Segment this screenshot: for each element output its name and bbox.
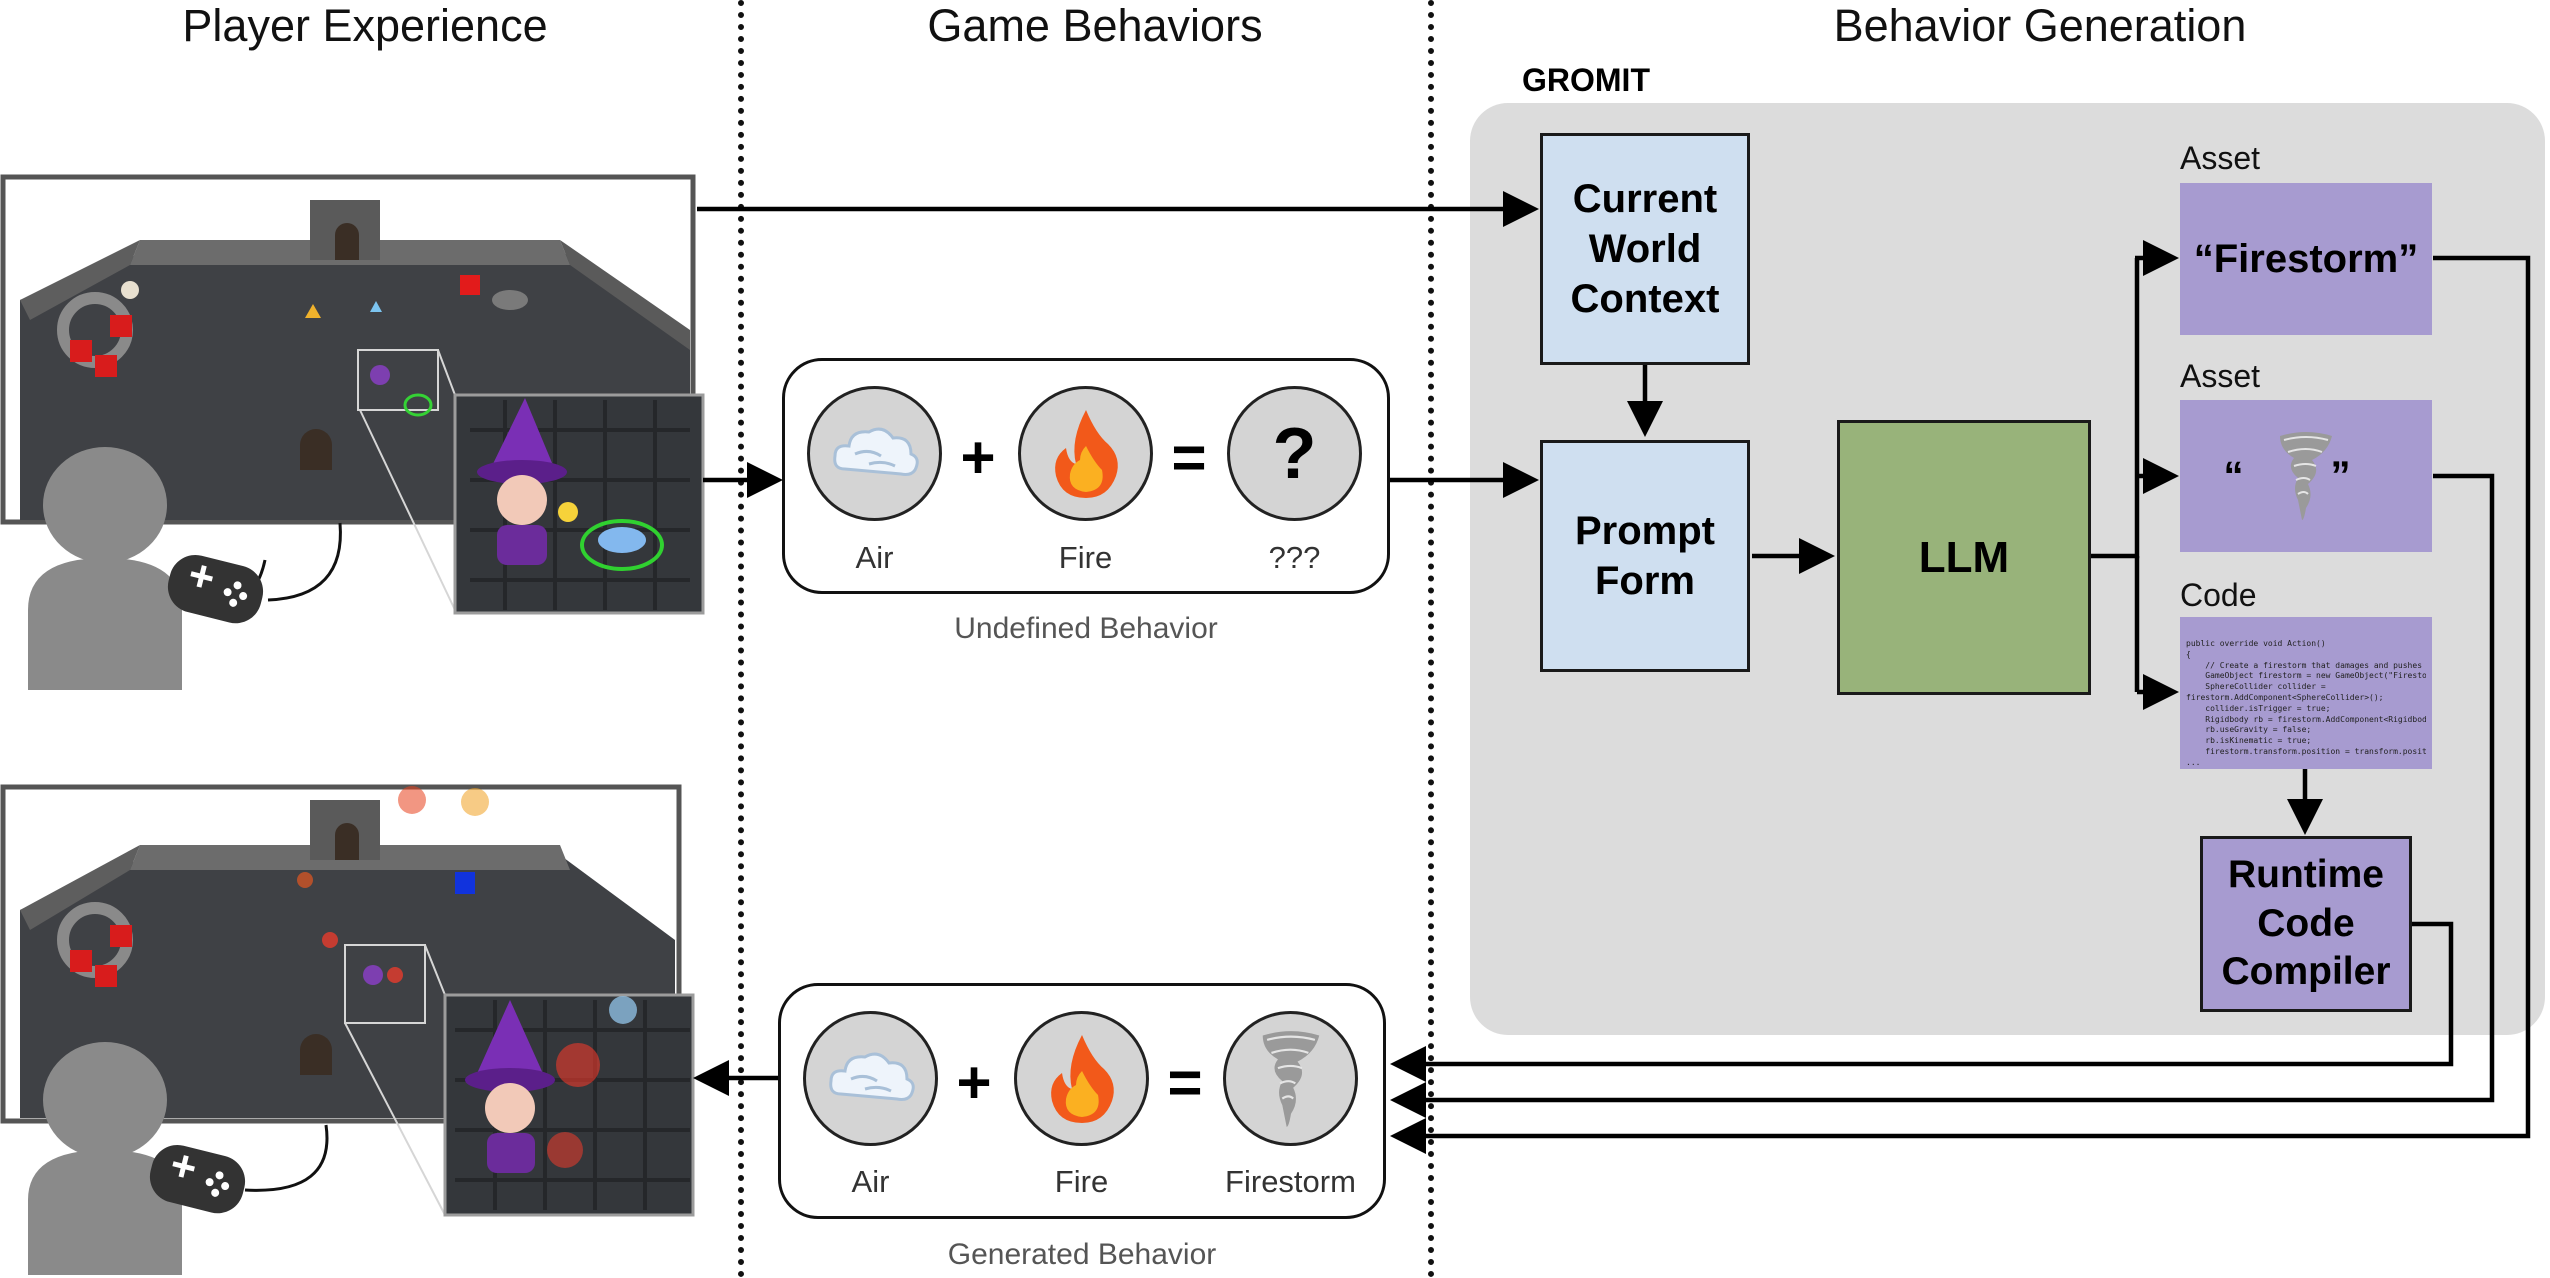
section-title-behavior-generation: Behavior Generation xyxy=(1833,0,2247,51)
fire-circle-top xyxy=(1018,386,1153,521)
air-caption-bottom: Air xyxy=(851,1164,890,1199)
player-silhouette-icon-top xyxy=(28,447,342,690)
plus-sign-top: + xyxy=(960,424,996,491)
arrow-compiler-return xyxy=(1390,921,2454,1082)
fire-caption-top: Fire xyxy=(1058,540,1113,575)
arrow-llm-to-assets xyxy=(2091,258,2140,559)
llm-box: LLM xyxy=(1837,420,2091,695)
tornado-icon xyxy=(1262,1030,1319,1127)
undefined-behavior-caption: Undefined Behavior xyxy=(954,612,1218,645)
asset-label-1: Asset xyxy=(2180,140,2261,176)
arrow-firestorm-return xyxy=(1390,255,2531,1154)
air-circle-bottom xyxy=(803,1011,938,1146)
llm-label: LLM xyxy=(1918,533,2010,582)
cloud-wind-icon xyxy=(832,427,919,476)
asset-label-2: Asset xyxy=(2180,358,2261,394)
firestorm-caption: Firestorm xyxy=(1225,1164,1356,1199)
prompt-form-box: Prompt Form xyxy=(1540,440,1750,672)
plus-sign-bottom: + xyxy=(956,1049,992,1116)
asset-firestorm-box: “Firestorm” xyxy=(2180,183,2432,335)
current-world-context-label: Current World Context xyxy=(1570,177,1720,321)
asset-firestorm-text: “Firestorm” xyxy=(2193,237,2419,281)
runtime-code-compiler-label: Runtime Code Compiler xyxy=(2221,852,2391,994)
tornado-icon xyxy=(2280,432,2332,520)
fire-icon xyxy=(1050,1034,1114,1123)
prompt-form-label: Prompt Form xyxy=(1575,509,1715,603)
firestorm-result-circle xyxy=(1223,1011,1358,1146)
equals-sign-bottom: = xyxy=(1167,1049,1203,1116)
generated-behavior-caption: Generated Behavior xyxy=(947,1238,1217,1271)
fire-caption-bottom: Fire xyxy=(1054,1164,1109,1199)
code-snippet-text: public override void Action() { // Creat… xyxy=(2186,639,2426,767)
runtime-code-compiler-box: Runtime Code Compiler xyxy=(2200,836,2412,1012)
asset-tornado-box: “ ” xyxy=(2180,400,2432,552)
equals-sign-top: = xyxy=(1171,424,1207,491)
unknown-result-circle: ? xyxy=(1227,386,1362,521)
fire-icon xyxy=(1054,409,1118,498)
air-circle-top xyxy=(807,386,942,521)
cloud-wind-icon xyxy=(828,1052,915,1101)
section-title-game-behaviors: Game Behaviors xyxy=(927,0,1263,51)
asset-tornado-text: “ ” xyxy=(2223,454,2389,498)
air-caption-top: Air xyxy=(855,540,894,575)
divider-right xyxy=(1428,0,1434,1278)
gromit-label: GROMIT xyxy=(1522,62,1650,98)
unknown-caption: ??? xyxy=(1268,540,1321,575)
divider-left xyxy=(738,0,744,1278)
fire-circle-bottom xyxy=(1014,1011,1149,1146)
current-world-context-box: Current World Context xyxy=(1540,133,1750,365)
player-silhouette-icon-bottom xyxy=(28,1042,329,1275)
arrow-tornado-return xyxy=(1390,473,2495,1118)
question-mark: ? xyxy=(1272,413,1317,494)
code-snippet-box: public override void Action() { // Creat… xyxy=(2180,617,2432,769)
code-label: Code xyxy=(2180,577,2257,613)
section-title-player-experience: Player Experience xyxy=(182,0,548,51)
